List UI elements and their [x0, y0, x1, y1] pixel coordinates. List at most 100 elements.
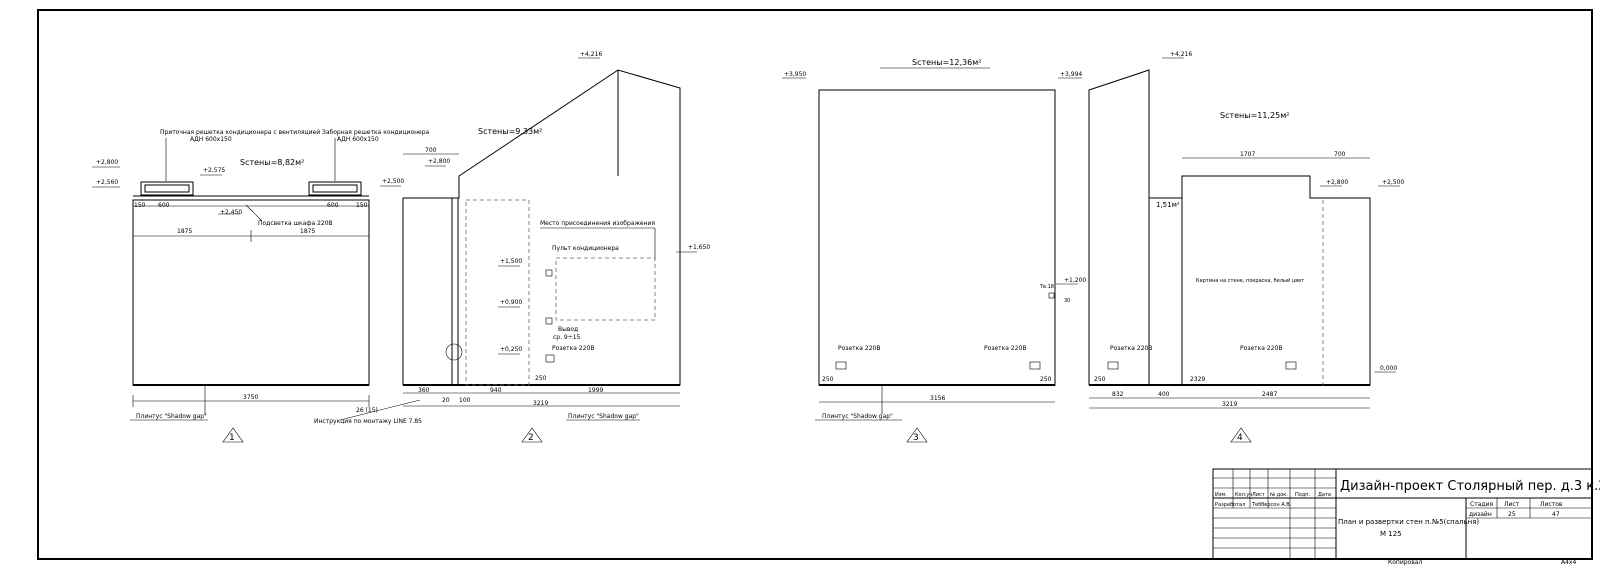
dim-3219-4: 3219	[1222, 401, 1237, 408]
wall-1-outline	[132, 199, 370, 386]
level-2560: +2,560	[96, 179, 118, 186]
level-2800-c: +2,800	[1326, 179, 1348, 186]
socket-4-left-label: Розетка 220В	[1110, 345, 1152, 352]
dim-2487: 2487	[1262, 391, 1277, 398]
view-marker-4-icon	[1230, 427, 1252, 443]
dim-3219-2: 3219	[533, 400, 548, 407]
supply-grille-label: Приточная решетка кондиционера с вентиля…	[160, 129, 320, 136]
instruction-label: Инструкция по монтажу LINE 7.85	[314, 418, 422, 425]
socket-3-left-icon	[835, 361, 847, 370]
header-izm: Изм.	[1215, 492, 1227, 498]
dim-3750: 3750	[243, 394, 258, 401]
cabinet-light-label: Подсветка шкафа 220В	[258, 220, 333, 227]
painting-label: Картина на стене, покраска, белый цвет	[1196, 277, 1304, 284]
dim-100: 100	[459, 397, 471, 404]
dim-1707: 1707	[1240, 151, 1255, 158]
socket-4-right-icon	[1285, 361, 1297, 370]
socket-2-label: Розетка 220В	[552, 345, 594, 352]
ac-panel-label: Пульт кондиционера	[552, 245, 619, 252]
project-title: Дизайн-проект Столярный пер. д.3 к.20.	[1340, 479, 1600, 494]
level-3950: +3,950	[784, 71, 806, 78]
dim-400: 400	[1158, 391, 1170, 398]
wall-2-area: Sстены=9,33м²	[478, 127, 542, 136]
output-icon	[545, 317, 553, 325]
level-4216-b: +4,216	[1170, 51, 1192, 58]
image-area	[555, 257, 656, 321]
developed-label: Разработал	[1215, 502, 1245, 508]
dim-250-2: 250	[535, 375, 547, 382]
return-grille-label: Заборная решетка кондиционера	[322, 129, 430, 136]
dim-600b: 600	[327, 202, 339, 209]
wall-1-area: Sстены=8,82м²	[240, 158, 304, 167]
level-2800: +2,800	[96, 159, 118, 166]
dim-30: 30	[1064, 298, 1070, 304]
plinth-3-label: Плинтус "Shadow gap"	[822, 413, 893, 420]
sheet-label: Лист	[1504, 501, 1520, 508]
dim-3156: 3156	[930, 395, 945, 402]
tv-outlet-icon	[1048, 292, 1055, 299]
level-2575: +2,575	[203, 167, 225, 174]
return-grille-icon	[308, 181, 362, 196]
view-marker-4-number: 4	[1237, 433, 1243, 443]
dim-250-3a: 250	[822, 376, 834, 383]
sheet-number: 25	[1508, 511, 1516, 518]
socket-3-right-icon	[1029, 361, 1041, 370]
level-0000: 0,000	[1380, 365, 1397, 372]
level-1200: +1,200	[1064, 277, 1086, 284]
wall-2-outline	[402, 69, 681, 386]
dim-832: 832	[1112, 391, 1124, 398]
header-doc: № док.	[1270, 492, 1288, 498]
view-marker-2-icon	[521, 427, 543, 443]
level-2800-b: +2,800	[428, 158, 450, 165]
socket-4-right-label: Розетка 220В	[1240, 345, 1282, 352]
plinth-2-label: Плинтус "Shadow gap"	[568, 413, 639, 420]
socket-2-icon	[545, 354, 555, 363]
output-label: Вывод	[558, 326, 578, 333]
detail-circle-icon	[445, 343, 463, 361]
dim-1875a: 1875	[177, 228, 192, 235]
elevation-1: Приточная решетка кондиционера с вентиля…	[92, 129, 430, 443]
level-2500-b: +2,500	[1382, 179, 1404, 186]
wall-3-outline	[818, 89, 1056, 386]
level-1650: +1,650	[688, 244, 710, 251]
stage-label: Стадия	[1470, 501, 1493, 508]
dim-20: 20	[442, 397, 450, 404]
dim-1999: 1999	[588, 387, 603, 394]
sheet-title: План и развертки стен п.№5(спальня)	[1338, 518, 1479, 526]
dim-360: 360	[418, 387, 430, 394]
sheet-format-label: А4х4	[1561, 559, 1576, 566]
copied-by-label: Копировал	[1388, 559, 1422, 566]
dim-250-4: 250	[1094, 376, 1106, 383]
elevation-3: Sстены=12,36м² +3,950 +3,994 +1,200 Тв.1…	[782, 58, 1086, 443]
socket-3-left-label: Розетка 220В	[838, 345, 880, 352]
developer-name: Тебберсон А.В.	[1251, 502, 1292, 508]
socket-3-right-label: Розетка 220В	[984, 345, 1026, 352]
return-grille-model: АДН 600х150	[337, 136, 379, 143]
dim-150b: 150	[356, 202, 368, 209]
header-koluch: Кол.уч	[1235, 492, 1252, 498]
output-sub-label: ср. 9÷15	[553, 334, 581, 341]
plinth-1-label: Плинтус "Shadow gap"	[136, 413, 207, 420]
sheets-label: Листов	[1540, 501, 1563, 508]
supply-grille-icon	[140, 181, 194, 196]
level-0250: +0,250	[500, 346, 522, 353]
dim-600a: 600	[158, 202, 170, 209]
elevation-2: +4,216 Sстены=9,33м² 700 +2,800 +2,500 М…	[314, 51, 710, 443]
dim-2329: 2329	[1190, 376, 1205, 383]
level-2450: +2,450	[220, 209, 242, 216]
dim-26: 26 (15)	[356, 407, 378, 414]
wall-3-area: Sстены=12,36м²	[912, 58, 981, 67]
stage-value: дизайн	[1469, 511, 1492, 518]
level-4216: +4,216	[580, 51, 602, 58]
ac-panel-icon	[545, 269, 553, 277]
header-sign: Подп.	[1295, 492, 1311, 498]
view-marker-3-number: 3	[913, 433, 919, 443]
view-marker-1-icon	[222, 427, 244, 443]
dim-700-b: 700	[1334, 151, 1346, 158]
title-block: Дизайн-проект Столярный пер. д.3 к.20. И…	[1212, 468, 1600, 560]
sheets-total: 47	[1552, 511, 1560, 518]
sheet-scale: М 125	[1380, 530, 1402, 538]
images-label: Место присоединения изображения	[540, 220, 655, 227]
